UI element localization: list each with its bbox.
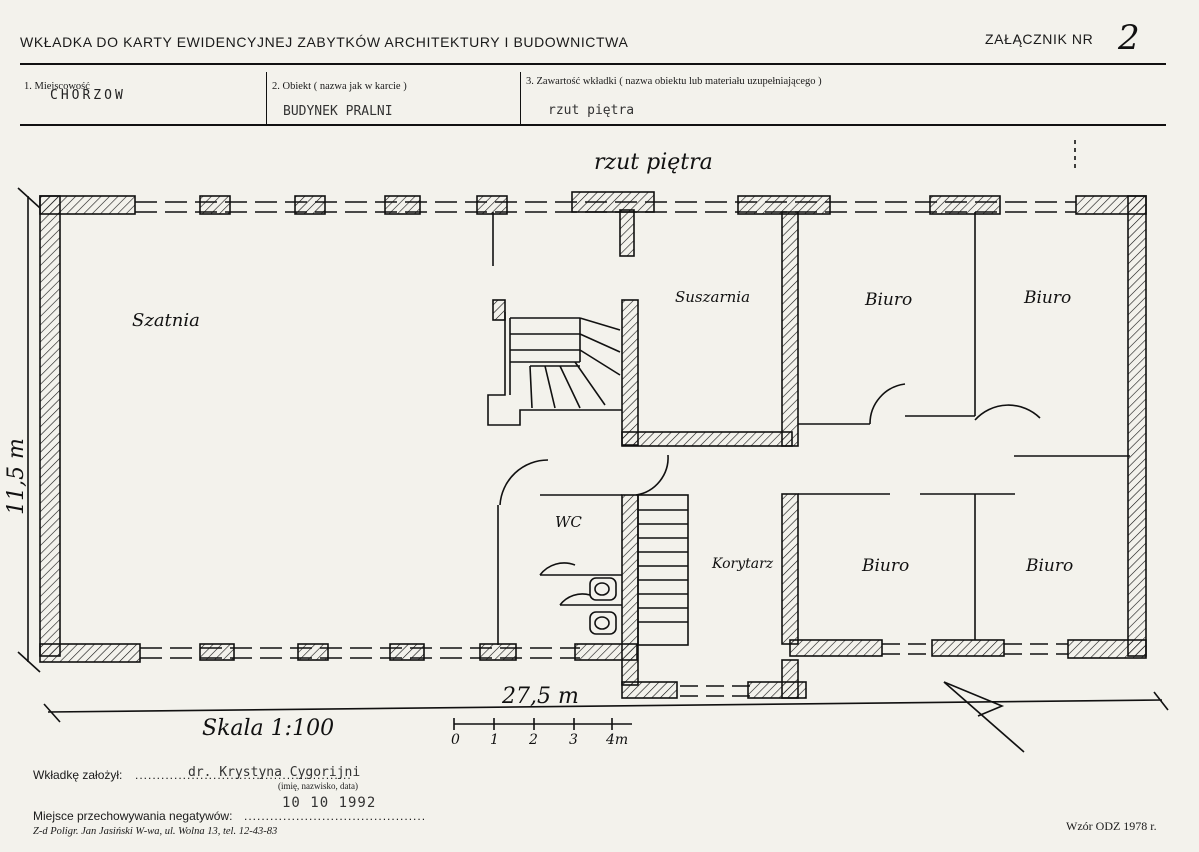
scale-tick-2: 2 — [529, 732, 538, 748]
scale-tick-0: 0 — [451, 732, 460, 748]
field-divider-1 — [266, 72, 268, 124]
place-value: CHORZOW — [50, 88, 126, 103]
room-label-suszarnia: Suszarnia — [675, 288, 751, 306]
plan-title: rzut piętra — [594, 150, 713, 175]
field-divider-2 — [520, 72, 522, 124]
founder-value: dr. Krystyna Cygorijni — [188, 765, 361, 780]
annex-number: 2 — [1118, 18, 1140, 58]
header-rule-top — [20, 63, 1166, 65]
printer-note: Z-d Poligr. Jan Jasiński W-wa, ul. Wolna… — [33, 826, 278, 837]
dimension-width: 11,5 m — [3, 438, 29, 515]
scale-text: Skala 1:100 — [202, 716, 335, 741]
place-label: 1. Miejscowość — [24, 81, 90, 92]
room-label-korytarz: Korytarz — [712, 556, 774, 572]
scale-tick-1: 1 — [490, 732, 499, 748]
annex-label: ZAŁĄCZNIK NR — [985, 31, 1094, 47]
form-code: Wzór ODZ 1978 r. — [1066, 819, 1157, 833]
negatives-label: Miejsce przechowywania negatywów: — [33, 809, 233, 823]
negatives-dots: ........................................… — [244, 809, 427, 823]
room-label-biuro-4: Biuro — [1026, 556, 1074, 576]
founder-label: Wkładkę założył: — [33, 768, 123, 782]
room-label-biuro-2: Biuro — [1024, 288, 1072, 308]
scale-tick-4: 4m — [606, 732, 629, 748]
object-label: 2. Obiekt ( nazwa jak w karcie ) — [272, 81, 407, 92]
document-title: WKŁADKA DO KARTY EWIDENCYJNEJ ZABYTKÓW A… — [20, 34, 629, 50]
dimension-length: 27,5 m — [502, 684, 579, 709]
room-label-biuro-1: Biuro — [865, 290, 913, 310]
room-label-szatnia: Szatnia — [132, 310, 200, 331]
room-label-biuro-3: Biuro — [862, 556, 910, 576]
founder-dots: ........................................… — [135, 768, 352, 782]
scale-tick-3: 3 — [569, 732, 578, 748]
founder-hint: (imię, nazwisko, data) — [278, 781, 358, 791]
object-value: BUDYNEK PRALNI — [283, 104, 393, 119]
header-rule-bottom — [20, 124, 1166, 126]
content-value: rzut piętra — [548, 103, 635, 118]
room-label-wc: WC — [555, 513, 582, 531]
date-value: 10 10 1992 — [282, 795, 377, 811]
content-label: 3. Zawartość wkładki ( nazwa obiektu lub… — [526, 76, 822, 87]
